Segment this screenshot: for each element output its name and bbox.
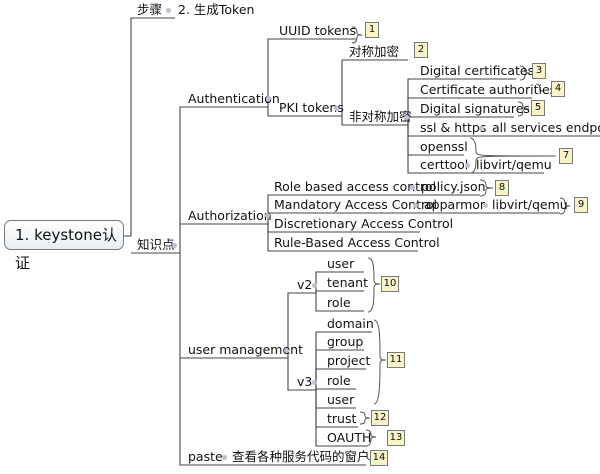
collapse-dot[interactable] [284,348,289,353]
certificate-authorities-node[interactable]: Certificate authorities [420,82,557,97]
v3-project-node[interactable]: project [327,353,371,368]
openssl-node[interactable]: openssl [420,139,468,154]
collapse-dot[interactable] [334,106,339,111]
authentication-node[interactable]: Authentication [188,91,280,106]
collapse-dot[interactable] [266,96,271,101]
paste-child-node[interactable]: 查看各种服务代码的窗户 [232,449,370,464]
v3-domain-node[interactable]: domain [327,316,374,331]
mac-node[interactable]: Mandatory Access Control [274,197,437,212]
tag-4: 4 [551,81,565,97]
ssl-https-node[interactable]: ssl & https [420,120,487,135]
digital-certificates-node[interactable]: Digital certificates [420,63,535,78]
certtool-libvirt-node[interactable]: libvirt/qemu [476,157,552,172]
generate-token-node[interactable]: 2. 生成Token [178,2,255,17]
collapse-dot[interactable] [312,380,317,385]
tag-8: 8 [495,180,509,196]
symmetric-node[interactable]: 对称加密 [349,44,400,59]
v2-role-node[interactable]: role [327,295,351,310]
collapse-dot[interactable] [265,213,270,218]
steps-node[interactable]: 步骤 [137,2,163,17]
tag-5: 5 [531,100,545,116]
collapse-dot[interactable] [166,8,171,13]
apparmor-node[interactable]: apparmor [424,197,486,212]
collapse-dot[interactable] [410,185,415,190]
tag-14: 14 [370,450,388,466]
tag-3: 3 [532,63,546,79]
tag-7: 7 [559,148,573,164]
root-topic[interactable]: 1. keystone认证 [4,220,124,272]
collapse-dot[interactable] [172,243,177,248]
rbac-node[interactable]: Role based access control [274,179,437,194]
asymmetric-node[interactable]: 非对称加密 [349,109,412,124]
rule-based-node[interactable]: Rule-Based Access Control [274,235,440,250]
tag-11: 11 [387,352,405,368]
v3-role-node[interactable]: role [327,373,351,388]
user-management-node[interactable]: user management [188,342,303,357]
pki-tokens-node[interactable]: PKI tokens [279,100,344,115]
tag-1: 1 [365,22,379,38]
authorization-node[interactable]: Authorization [188,208,272,223]
tag-2: 2 [414,42,428,58]
v3-user-node[interactable]: user [327,392,355,407]
v2-user-node[interactable]: user [327,256,355,271]
v3-trust-node[interactable]: trust [327,411,357,426]
dac-node[interactable]: Discretionary Access Control [274,216,454,231]
v2-tenant-node[interactable]: tenant [327,275,368,290]
collapse-dot[interactable] [222,455,227,460]
tag-13: 13 [387,430,405,446]
collapse-dot[interactable] [312,283,317,288]
all-services-endpoints-node[interactable]: all services endpoints [492,120,600,135]
v3-oauth-node[interactable]: OAUTH [327,430,372,445]
tag-10: 10 [381,276,399,292]
collapse-dot[interactable] [465,163,470,168]
v2-node[interactable]: v2 [297,277,313,292]
certtool-node[interactable]: certtool [420,157,469,172]
collapse-dot[interactable] [479,126,484,131]
uuid-tokens-node[interactable]: UUID tokens [279,23,357,38]
collapse-dot[interactable] [483,203,488,208]
collapse-dot[interactable] [404,115,409,120]
v3-group-node[interactable]: group [327,334,364,349]
paste-node[interactable]: paste [188,449,223,464]
v3-node[interactable]: v3 [297,374,313,389]
tag-9: 9 [574,197,588,213]
mac-libvirt-node[interactable]: libvirt/qemu [492,197,568,212]
policy-json-node[interactable]: policy.json [421,179,486,194]
knowledge-node[interactable]: 知识点 [137,237,175,252]
digital-signatures-node[interactable]: Digital signatures [420,101,530,116]
tag-12: 12 [371,410,389,426]
collapse-dot[interactable] [413,203,418,208]
